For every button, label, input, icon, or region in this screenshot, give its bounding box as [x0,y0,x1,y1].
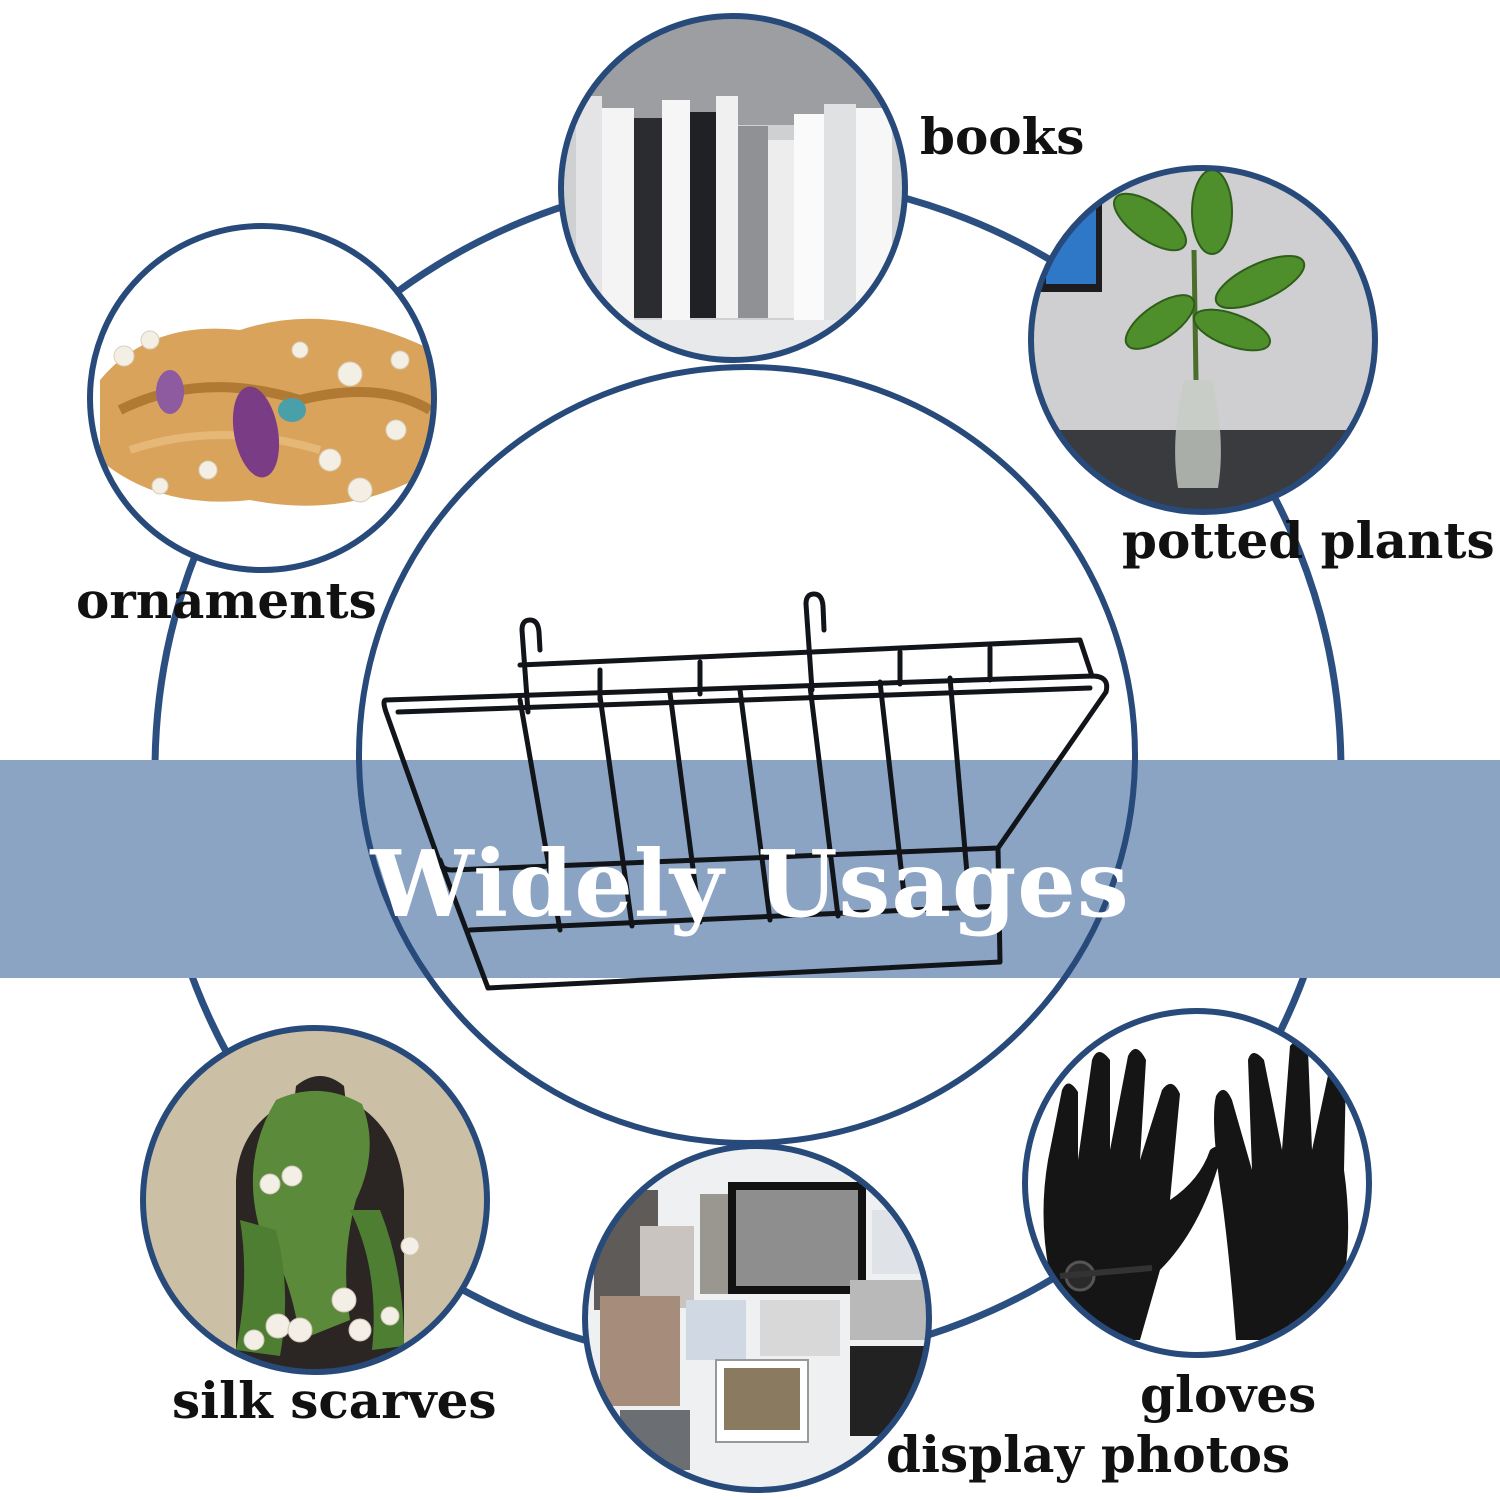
books-photo-frame [558,13,908,363]
photos-photo-icon [585,1146,929,1490]
usage-label-books: books [920,107,1085,166]
gloves-photo-frame [1022,1008,1372,1358]
book-spines [576,96,892,326]
gloves-photo-icon [1025,1011,1369,1355]
usage-label-silk-scarves: silk scarves [172,1371,497,1430]
usage-label-ornaments: ornaments [76,571,377,630]
scarf-photo-frame [140,1025,490,1375]
headline-banner [0,760,1500,978]
headline: Widely Usages [370,830,1130,938]
usage-label-gloves: gloves [1140,1365,1317,1424]
scarf-photo-icon [143,1028,487,1372]
jewelry-photo-icon [90,226,434,570]
usage-label-display-photos: display photos [886,1425,1291,1484]
wire-basket-icon [381,591,1110,991]
center-circle [356,364,1138,1146]
usage-label-potted-plants: potted plants [1122,511,1495,570]
jewelry-photo-frame [87,223,437,573]
photos-photo-frame [582,1143,932,1493]
plant-photo-frame [1028,165,1378,515]
